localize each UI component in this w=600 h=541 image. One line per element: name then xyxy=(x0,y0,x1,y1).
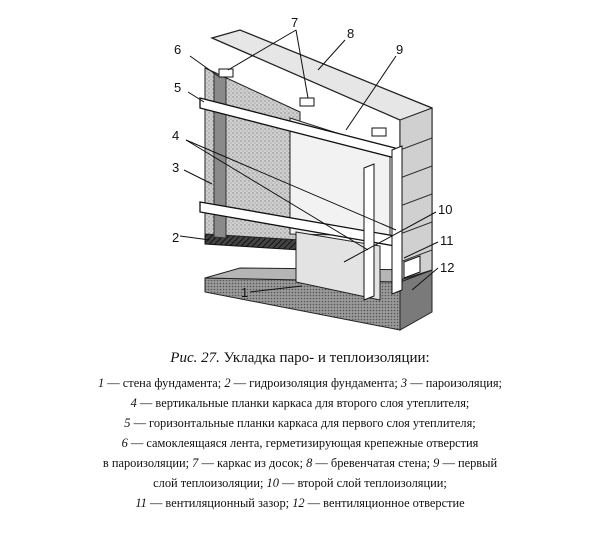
legend-number: 12 xyxy=(292,496,305,510)
log-wall xyxy=(210,29,433,281)
callout-6: 6 xyxy=(174,42,181,57)
caption-title: Рис. 27. Укладка паро- и теплоизоляции: xyxy=(0,350,600,367)
legend-number: 6 xyxy=(121,436,128,450)
legend-text: — бревенчатая стена; xyxy=(312,456,434,470)
board-frame xyxy=(218,68,387,137)
legend-number: 4 xyxy=(130,396,137,410)
legend-text: — второй слой теплоизоляции; xyxy=(278,476,447,490)
ventilation-opening xyxy=(403,255,421,279)
callout-7: 7 xyxy=(291,15,298,30)
legend-text: — самоклеящаяся лента, герметизирующая к… xyxy=(127,436,479,450)
callout-labels: 7 8 6 9 5 4 3 10 2 11 12 1 xyxy=(172,15,454,300)
legend-number: 2 xyxy=(224,376,231,390)
legend-number: 7 xyxy=(192,456,199,470)
leader-lines xyxy=(179,29,439,293)
caption-line: в пароизоляции; 7 — каркас из досок; 8 —… xyxy=(0,453,600,473)
caption-figure-number: Рис. 27. xyxy=(170,350,220,366)
caption-line: 5 — горизонтальные планки каркаса для пе… xyxy=(0,413,600,433)
legend-number: 8 xyxy=(306,456,313,470)
figure-caption: Рис. 27. Укладка паро- и теплоизоляции: … xyxy=(0,350,600,513)
caption-title-text: Укладка паро- и теплоизоляции: xyxy=(223,350,430,366)
callout-12: 12 xyxy=(440,260,454,275)
caption-line: 1 — стена фундамента; 2 — гидроизоляция … xyxy=(0,373,600,393)
callout-11: 11 xyxy=(440,233,454,248)
legend-text: — вентиляционное отверстие xyxy=(304,496,465,510)
legend-number: 10 xyxy=(266,476,279,490)
legend-number: 9 xyxy=(433,456,440,470)
legend-text: — стена фундамента; xyxy=(104,376,225,390)
ventilation-gap xyxy=(401,150,421,290)
legend-text: слой теплоизоляции; xyxy=(153,476,267,490)
legend-text: — каркас из досок; xyxy=(198,456,307,470)
callout-4: 4 xyxy=(172,128,179,143)
legend-number: 1 xyxy=(97,376,105,390)
callout-10: 10 xyxy=(438,202,452,217)
legend-number: 11 xyxy=(135,496,147,510)
callout-9: 9 xyxy=(396,42,403,57)
caption-line: слой теплоизоляции; 10 — второй слой теп… xyxy=(0,473,600,493)
caption-legend: 1 — стена фундамента; 2 — гидроизоляция … xyxy=(0,373,600,513)
callout-2: 2 xyxy=(172,230,179,245)
legend-text: в пароизоляции; xyxy=(102,456,193,470)
legend-text: — вентиляционный зазор; xyxy=(146,496,293,510)
legend-text: — пароизоляция; xyxy=(407,376,502,390)
legend-text: — гидроизоляция фундамента; xyxy=(230,376,401,390)
callout-5: 5 xyxy=(174,80,181,95)
caption-line: 6 — самоклеящаяся лента, герметизирующая… xyxy=(0,433,600,453)
legend-text: — вертикальные планки каркаса для второг… xyxy=(136,396,470,410)
insulation-layer-2 xyxy=(295,231,381,301)
legend-text: — первый xyxy=(439,456,498,470)
callout-8: 8 xyxy=(347,26,354,41)
callout-3: 3 xyxy=(172,160,179,175)
insulation-diagram: 7 8 6 9 5 4 3 10 2 11 12 1 xyxy=(172,15,454,331)
legend-number: 3 xyxy=(400,376,408,390)
callout-1: 1 xyxy=(241,285,248,300)
caption-line: 11 — вентиляционный зазор; 12 — вентиляц… xyxy=(0,493,600,513)
legend-number: 5 xyxy=(124,416,131,430)
caption-line: 4 — вертикальные планки каркаса для втор… xyxy=(0,393,600,413)
legend-text: — горизонтальные планки каркаса для перв… xyxy=(130,416,476,430)
